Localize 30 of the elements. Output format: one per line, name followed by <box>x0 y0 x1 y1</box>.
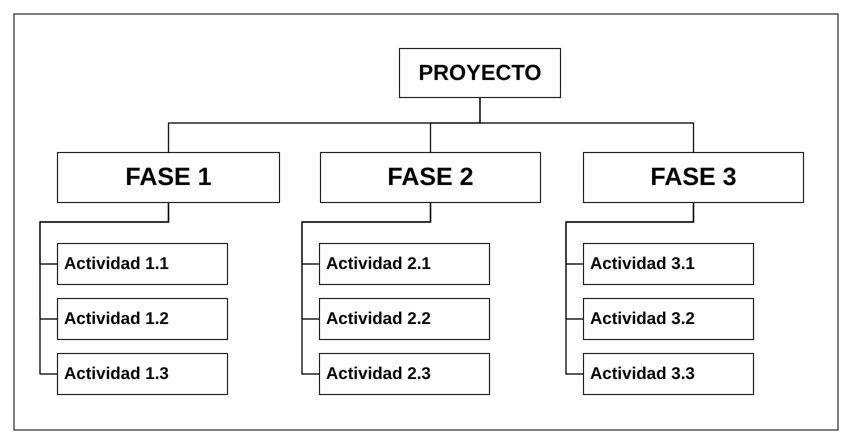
activity-box <box>57 353 228 395</box>
connector-line <box>39 203 170 375</box>
phase-box <box>399 48 561 98</box>
node-label: Actividad 3.1 <box>590 254 695 274</box>
node-label: Actividad 2.2 <box>326 309 431 329</box>
connector-line <box>479 98 694 152</box>
activity-box <box>583 298 754 340</box>
node-label: FASE 1 <box>125 163 212 192</box>
phase-box <box>583 152 804 203</box>
node-label: Actividad 2.1 <box>326 254 431 274</box>
phase-box <box>320 152 541 203</box>
activity-box <box>57 243 228 285</box>
activity-box <box>319 243 490 285</box>
connector-line <box>565 203 694 375</box>
phase-box <box>57 152 280 203</box>
activity-box <box>57 298 228 340</box>
activity-box <box>583 243 754 285</box>
node-label: Actividad 3.3 <box>590 364 695 384</box>
node-label: Actividad 3.2 <box>590 309 695 329</box>
activity-box <box>319 353 490 395</box>
activity-box <box>319 298 490 340</box>
node-label: Actividad 1.2 <box>64 309 169 329</box>
node-label: FASE 3 <box>650 163 737 192</box>
node-label: Actividad 1.1 <box>64 254 169 274</box>
node-label: Actividad 1.3 <box>64 364 169 384</box>
node-label: PROYECTO <box>418 60 542 86</box>
node-label: FASE 2 <box>387 163 474 192</box>
activity-box <box>583 353 754 395</box>
connector-line <box>301 203 432 375</box>
node-label: Actividad 2.3 <box>326 364 431 384</box>
